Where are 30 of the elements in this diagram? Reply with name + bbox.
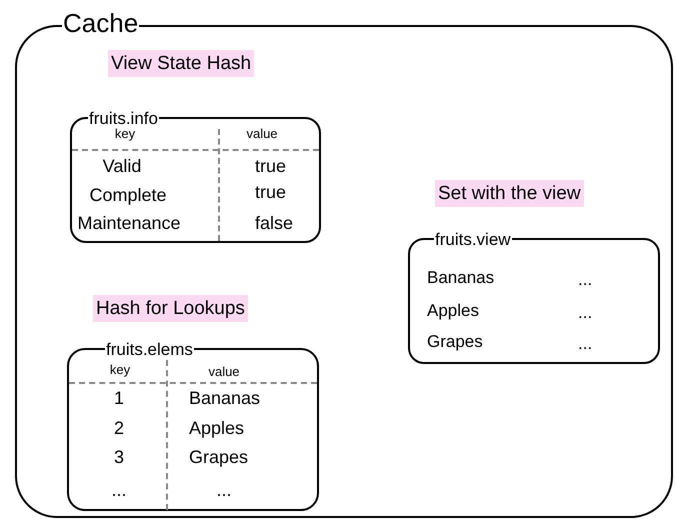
table-cell: ...	[112, 481, 126, 499]
column-header: value	[246, 127, 278, 140]
table-cell: 1	[114, 389, 124, 407]
table-cell: true	[255, 157, 286, 175]
table-cell: Bananas	[189, 389, 260, 407]
table-cell: 3	[114, 448, 124, 466]
table-cell: ...	[578, 335, 592, 352]
table-cell: Bananas	[427, 269, 494, 286]
highlighted-label: Hash for Lookups	[93, 295, 248, 322]
box-title: fruits.info	[88, 110, 159, 127]
table-cell: true	[255, 183, 286, 201]
column-header: value	[208, 365, 240, 378]
table-cell: Grapes	[427, 333, 483, 350]
table-cell: Apples	[189, 419, 244, 437]
column-header: key	[110, 363, 130, 376]
table-cell: ...	[216, 481, 232, 499]
table-cell: false	[255, 214, 294, 232]
column-header: key	[114, 127, 136, 140]
box-title: fruits.elems	[105, 341, 194, 358]
table-cell: Valid	[102, 157, 142, 175]
table-cell: Apples	[427, 302, 479, 319]
table-cell: Complete	[89, 186, 167, 204]
table-cell: Maintenance	[77, 214, 181, 232]
table-cell: ...	[578, 304, 592, 321]
highlighted-label: View State Hash	[108, 50, 254, 77]
box-title: fruits.view	[434, 231, 512, 248]
highlighted-label: Set with the view	[435, 180, 584, 207]
table-cell: ...	[578, 271, 592, 288]
table-cell: 2	[114, 419, 124, 437]
table-cell: Grapes	[189, 448, 248, 466]
